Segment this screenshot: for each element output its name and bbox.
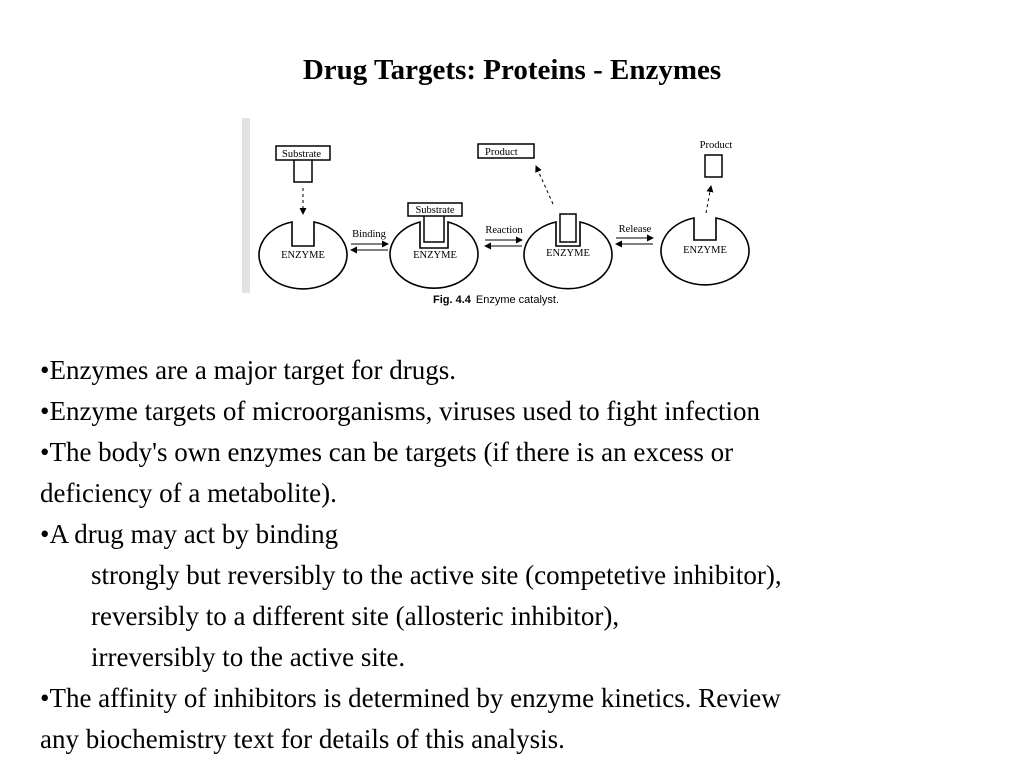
enzyme-diagram: Substrate ENZYME Binding Substrate ENZYM… [242,118,750,306]
substrate-shape-free [275,145,331,183]
bullet-line-3: •The body's own enzymes can be targets (… [40,437,734,467]
sub-item-irreversible: irreversibly to the active site. [91,642,406,672]
substrate-shape-bound [407,202,463,243]
product-shape-in-site [559,213,577,243]
enzyme-catalyst-figure: Substrate ENZYME Binding Substrate ENZYM… [242,118,754,316]
slide-title: Drug Targets: Proteins - Enzymes [302,54,722,86]
reaction-label: Reaction [485,225,523,236]
sub-item-allosteric: reversibly to a different site (alloster… [91,601,620,631]
figure-caption: Fig. 4.4 Enzyme catalyst. [433,294,559,306]
product-label-1: Product [485,147,518,158]
bullet-line-5: •A drug may act by binding [40,519,339,549]
substrate-label: Substrate [282,149,321,160]
bullet-line-1: •Enzymes are a major target for drugs. [40,355,457,385]
scan-edge [242,118,250,293]
substrate-bound-label: Substrate [415,205,454,216]
bullet-line-10: any biochemistry text for details of thi… [40,724,565,754]
enzyme-label-2: ENZYME [413,250,457,261]
product-leaving-arrow [535,165,554,205]
enzyme-label-1: ENZYME [281,250,325,261]
enzyme-shape-1 [258,221,348,290]
bullet-line-9: •The affinity of inhibitors is determine… [40,683,781,713]
enzyme-shape-4 [660,217,750,286]
bullet-line-2: •Enzyme targets of microorganisms, virus… [40,396,761,426]
release-label: Release [619,224,652,235]
product-label-2: Product [700,140,733,151]
sub-item-competitive: strongly but reversibly to the active si… [91,560,782,590]
bullet-line-4: deficiency of a metabolite). [40,478,337,508]
product-shape-leaving [477,143,535,159]
enzyme-shape-3 [523,221,613,290]
bullet-list: •Enzymes are a major target for drugs. •… [40,350,1000,760]
enzyme-label-3: ENZYME [546,248,590,259]
figure-caption-text: Enzyme catalyst. [476,294,559,306]
product-shape-released [704,154,723,178]
binding-label: Binding [352,229,387,240]
product-release-arrow [705,185,714,214]
enzyme-label-4: ENZYME [683,245,727,256]
enzyme-shape-2 [389,220,479,289]
figure-caption-prefix: Fig. 4.4 [433,294,472,306]
